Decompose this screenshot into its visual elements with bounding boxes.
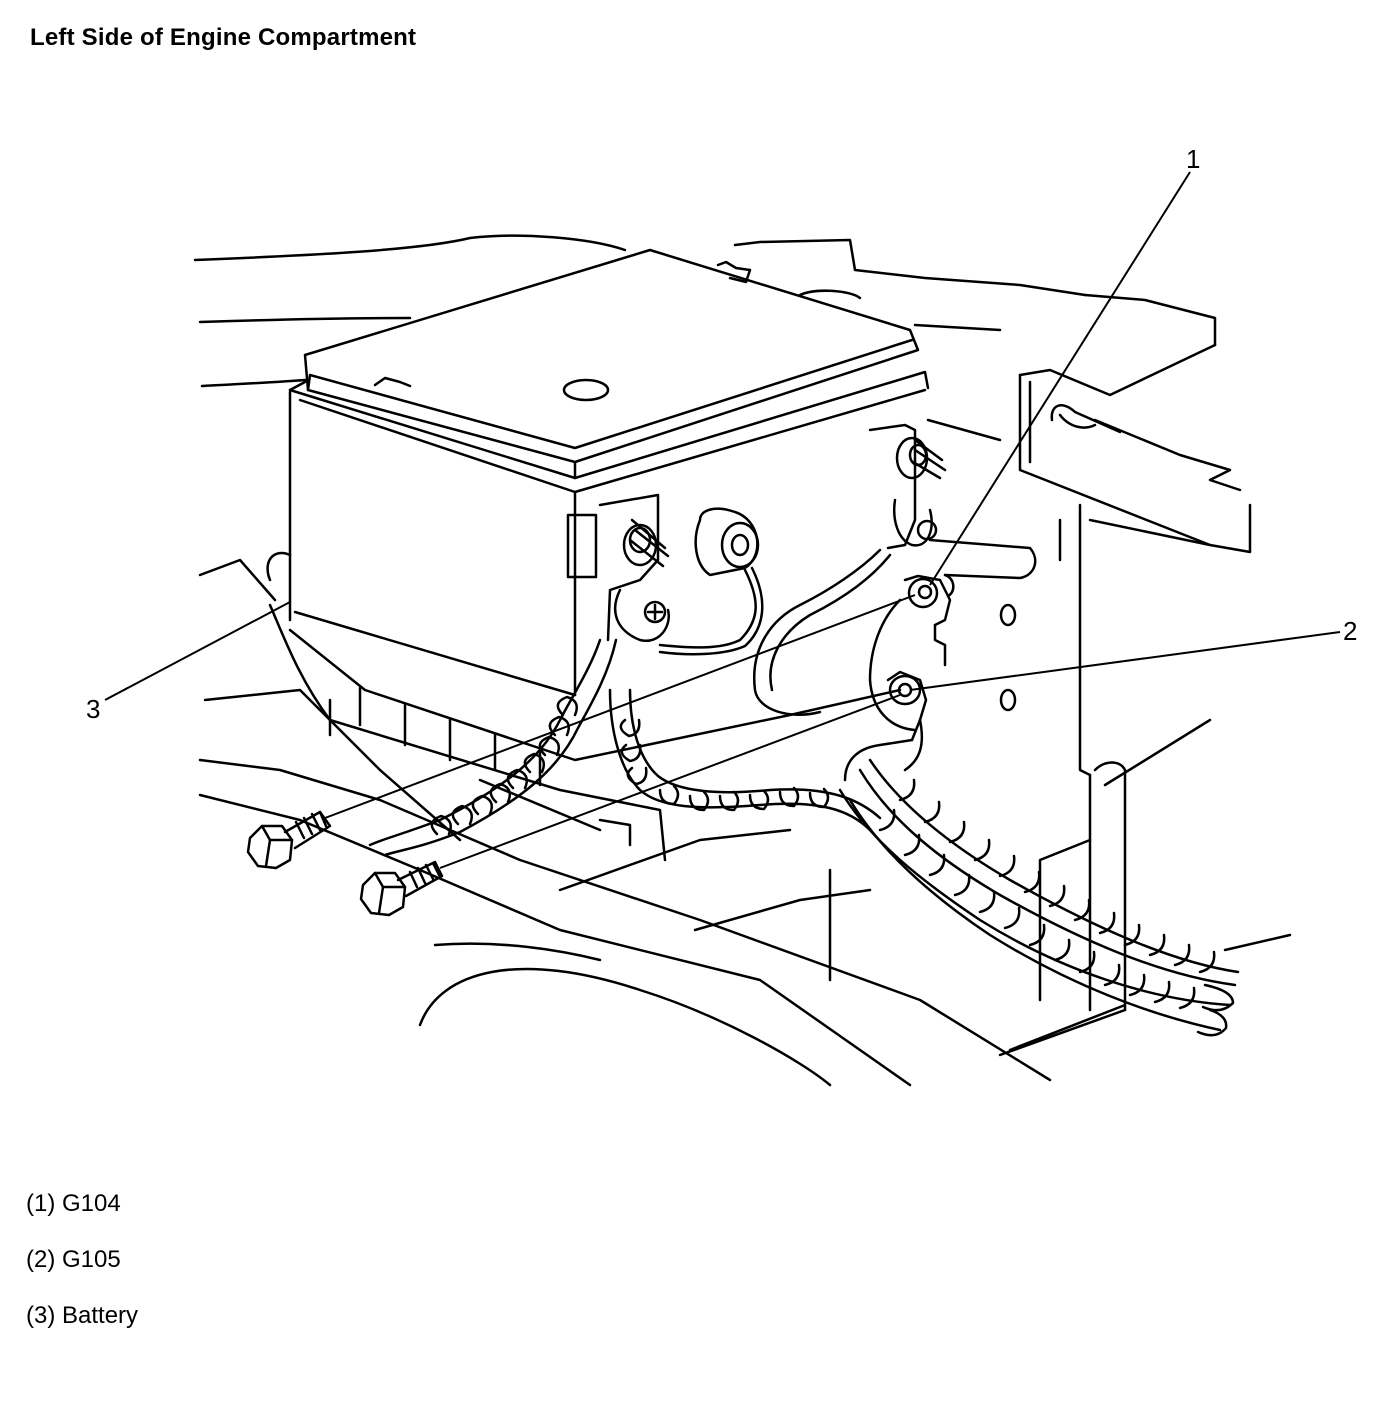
ground-bolt-upper [246,810,332,870]
battery-case [288,248,1002,697]
terminal-cap [658,507,764,656]
g104-ground-lug [868,573,955,732]
cable-harness [368,638,1240,1037]
legend-item-g104: (1) G104 [26,1190,121,1217]
left-terminal [566,493,671,643]
callout-numbers: 1 2 3 [86,144,1357,724]
leader-lines [104,171,1341,869]
legend-item-battery: (3) Battery [26,1302,139,1329]
right-terminal [752,423,947,716]
leader-line-2 [909,631,1341,691]
leader-line-1 [929,171,1191,586]
callout-number-2: 2 [1343,616,1357,646]
page-title: Left Side of Engine Compartment [30,24,417,51]
callout-number-1: 1 [1186,144,1200,174]
g105-ground-lug [843,670,928,782]
battery-tray [266,551,902,862]
body-panel-lines [193,234,1217,388]
leader-line-bolt-upper [324,594,916,819]
fender-bracket [928,343,1252,1012]
ground-bolt-lower [359,860,444,917]
callout-legend: (1) G104 (2) G105 (3) Battery [26,1186,138,1354]
legend-item-g105: (2) G105 [26,1246,121,1273]
battery-ground-diagram: 1 2 3 [86,144,1357,1087]
leader-line-3 [104,601,291,701]
leader-line-bolt-lower [439,694,901,869]
callout-number-3: 3 [86,694,100,724]
lower-body-lines [198,558,1292,1087]
engine-compartment-illustration: 1 2 3 [86,144,1357,1087]
